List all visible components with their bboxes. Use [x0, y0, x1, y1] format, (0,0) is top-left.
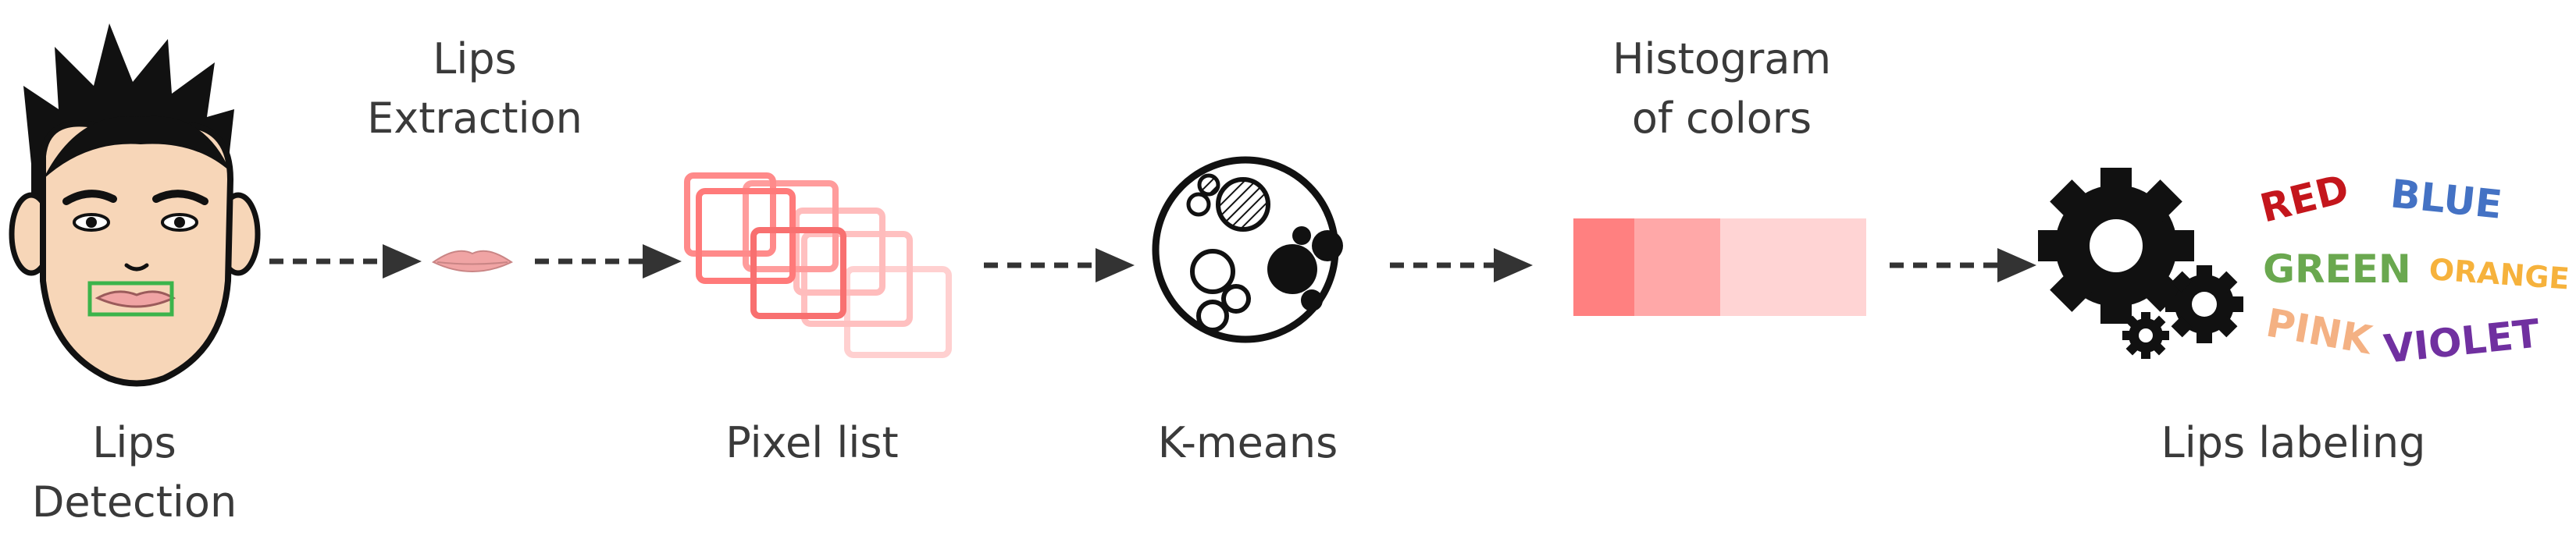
histogram-segment-3 [1720, 218, 1866, 316]
word-orange: ORANGE [2428, 252, 2571, 296]
label-histogram: Histogram of colors [1612, 30, 1831, 148]
kmeans-icon [1152, 156, 1343, 343]
arrow-5 [1890, 248, 2036, 282]
histogram-segment-1 [1573, 218, 1634, 316]
pixel-list-icon [684, 172, 952, 358]
label-line: Lips [433, 34, 517, 83]
label-kmeans: K-means [1157, 418, 1338, 467]
extracted-lips-icon [432, 250, 513, 272]
word-pink: PINK [2263, 300, 2377, 364]
word-red: RED [2256, 166, 2353, 232]
label-line: Detection [31, 477, 237, 527]
label-line: of colors [1631, 94, 1812, 143]
face-icon [9, 23, 261, 387]
label-lips-detection: Lips Detection [32, 413, 237, 532]
lips-detection-box [87, 281, 174, 317]
word-green: GREEN [2263, 247, 2411, 292]
arrow-2 [535, 244, 682, 279]
label-line: Histogram [1612, 34, 1832, 83]
label-line: Extraction [367, 94, 583, 143]
label-line: Lips [92, 418, 176, 467]
color-words: RED BLUE GREEN ORANGE PINK VIOLET [2256, 166, 2571, 372]
gears-icon [2038, 168, 2243, 359]
word-blue: BLUE [2389, 171, 2504, 228]
label-pixel-list: Pixel list [725, 418, 899, 467]
label-lips-labeling: Lips labeling [2161, 418, 2426, 467]
label-lips-extraction: Lips Extraction [367, 30, 583, 148]
histogram-bar [1573, 218, 1866, 316]
word-violet: VIOLET [2382, 310, 2542, 372]
arrow-4 [1390, 248, 1533, 282]
arrow-3 [984, 248, 1135, 282]
histogram-segment-2 [1634, 218, 1720, 316]
arrow-1 [269, 244, 422, 279]
